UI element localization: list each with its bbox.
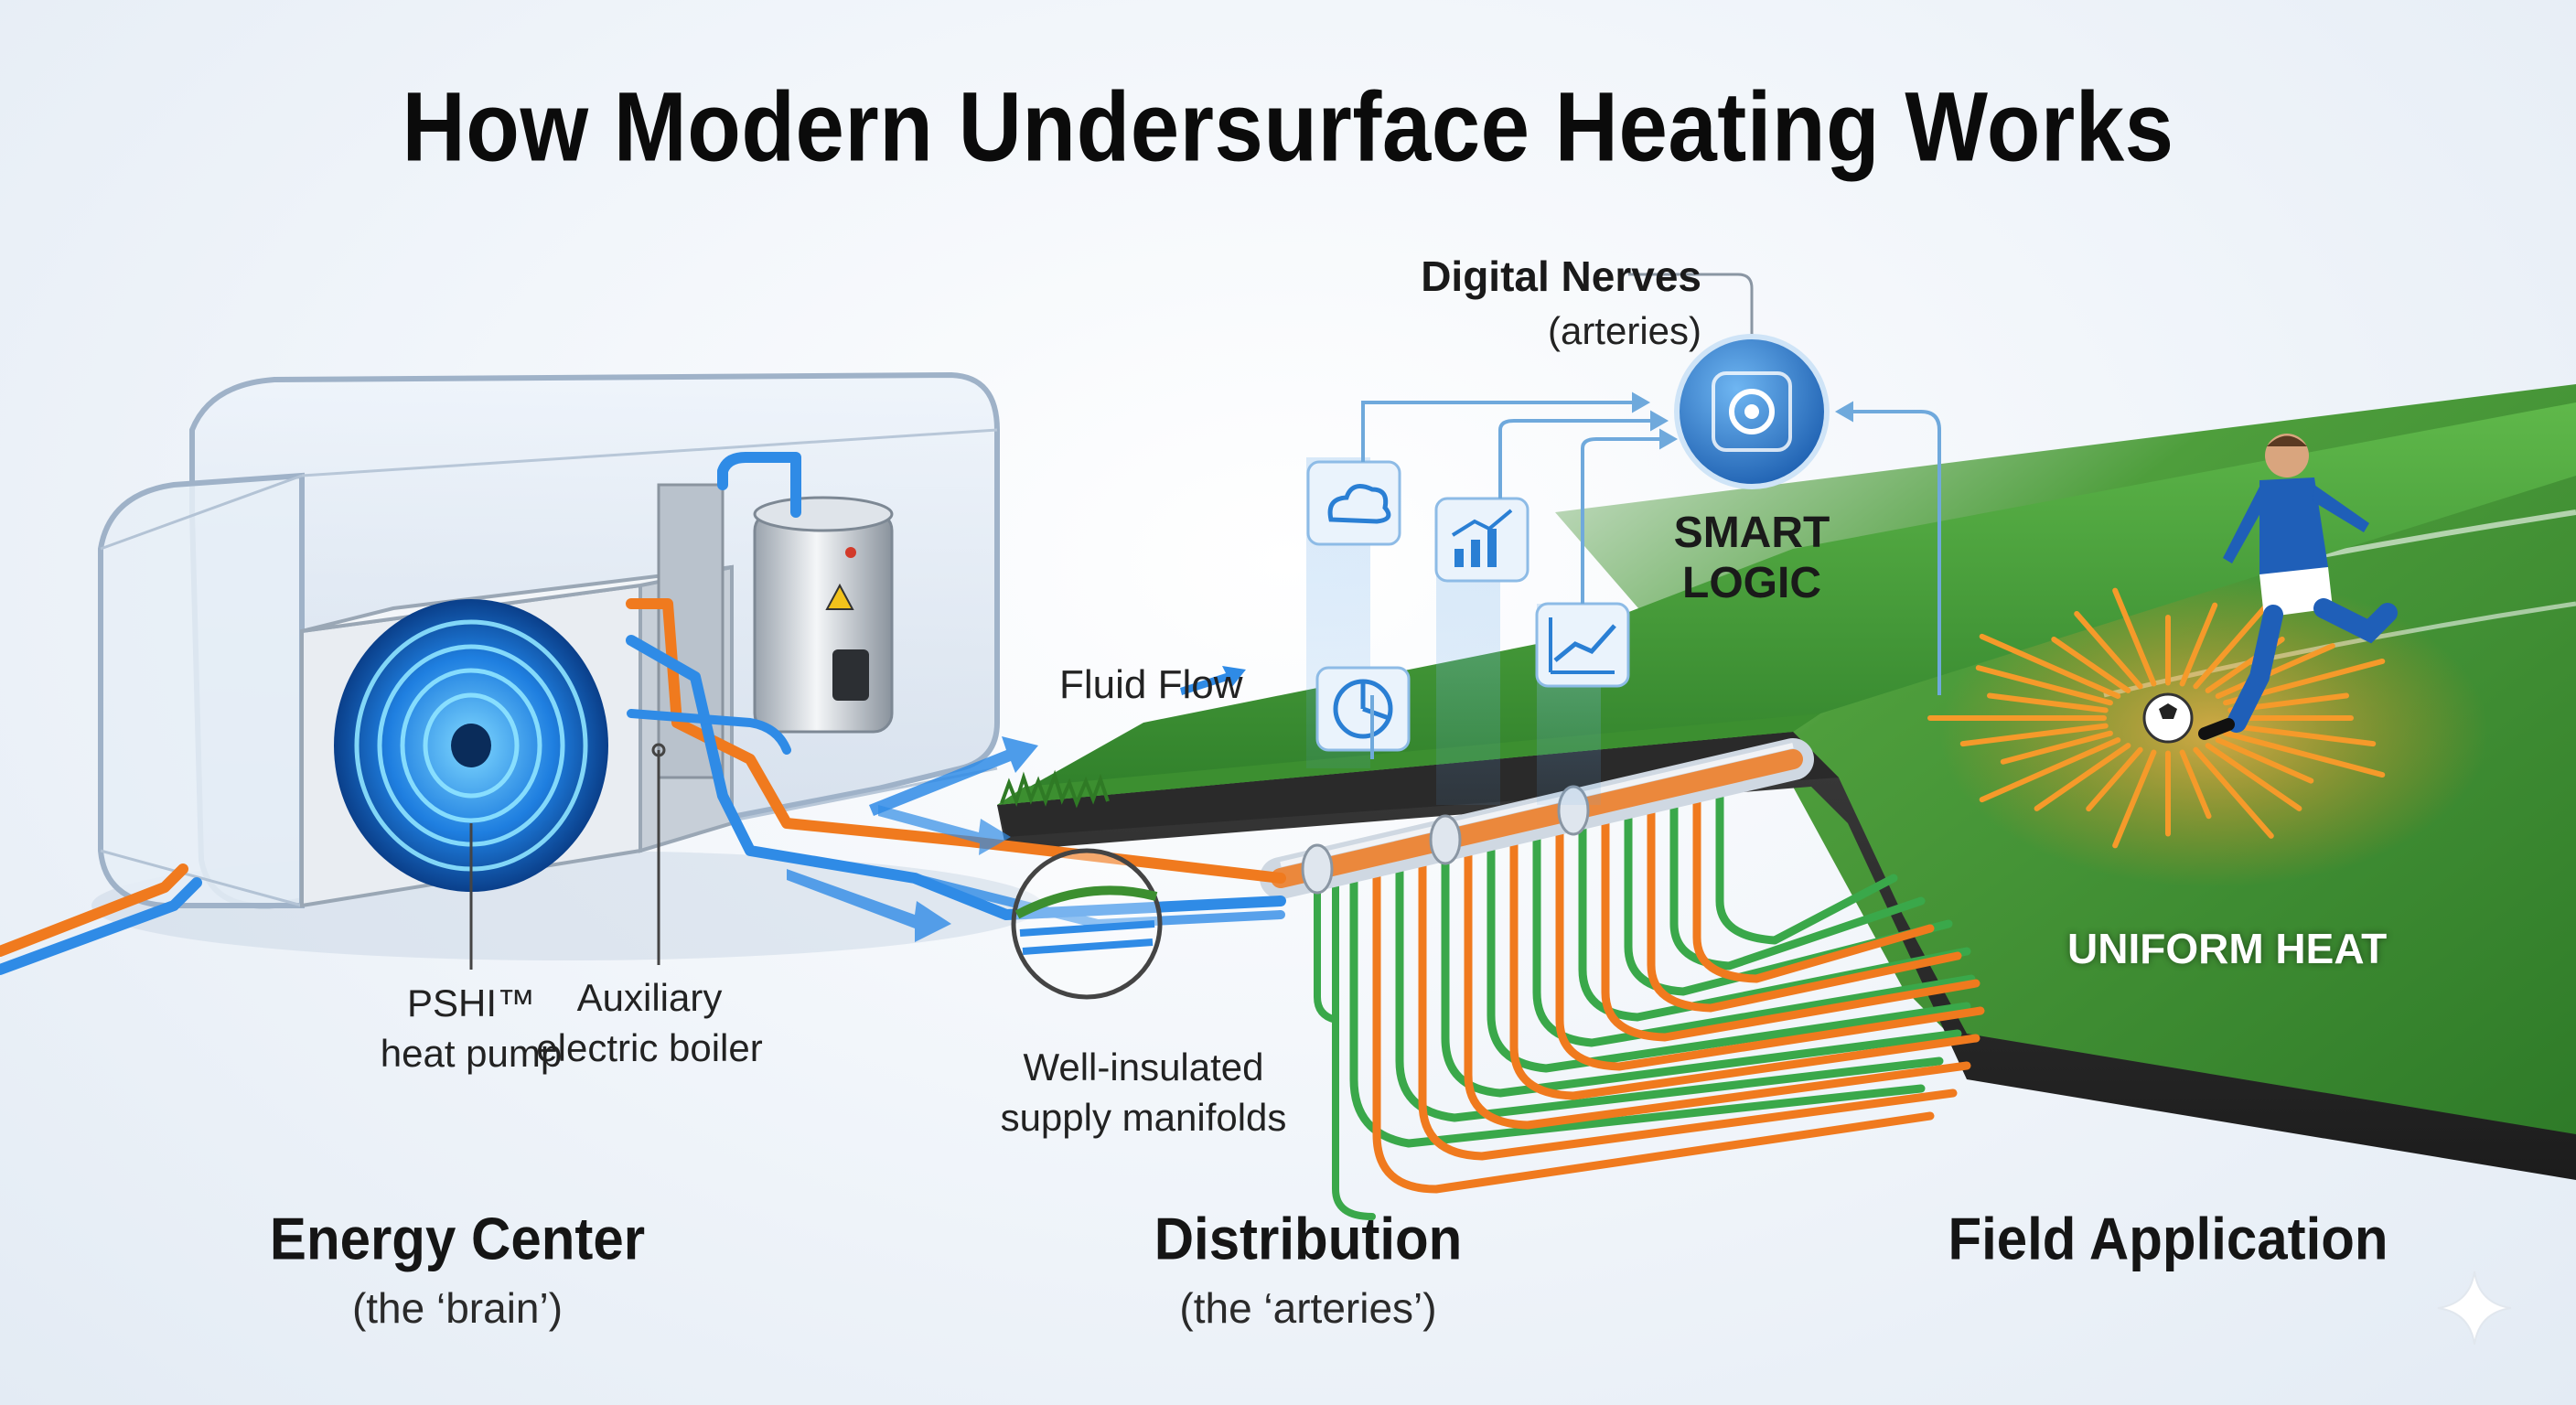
heat-ray: [1979, 633, 2121, 699]
label-leader-lines: [469, 743, 666, 970]
smart-logic-gear-icon: [1674, 334, 1830, 489]
manifolds-label-line-2: supply manifolds: [1000, 1095, 1287, 1139]
section-field-application: Field Application: [1930, 1206, 2406, 1272]
soccer-ball-icon: [2142, 692, 2194, 744]
heat-ray: [2227, 723, 2377, 747]
heat-ray: [2051, 636, 2131, 693]
heat-ray: [2086, 746, 2143, 812]
fluid-flow-label: Fluid Flow: [1059, 662, 1243, 707]
heat-ray: [2193, 597, 2274, 690]
heat-ray: [2193, 746, 2274, 839]
smart-logic-label: SMART LOGIC: [1647, 508, 1857, 608]
page-title: How Modern Undersurface Heating Works: [402, 72, 2174, 182]
digital-nerves-subtitle: (arteries): [1547, 308, 1701, 352]
heat-pump-label-line-1: PSHI™: [406, 981, 536, 1024]
section-distribution: Distribution (the ‘arteries’): [1079, 1206, 1537, 1333]
boiler-label-line-1: Auxiliary: [576, 976, 723, 1019]
sparkle-icon: [2437, 1271, 2512, 1346]
heat-ray: [2215, 737, 2314, 784]
uniform-heat-rays: [1927, 587, 2386, 849]
smart-logic-line-2: LOGIC: [1682, 559, 1821, 608]
distribution-title: Distribution: [1154, 1206, 1463, 1272]
soil-section: [997, 732, 2576, 1180]
heat-ray: [2179, 749, 2212, 820]
heat-ray: [2179, 602, 2218, 687]
heat-ray: [1979, 737, 2121, 803]
heat-pump-unit: [300, 564, 734, 908]
bar-chart-icon: [1434, 497, 1530, 583]
energy-center-subtitle: (the ‘brain’): [351, 1284, 564, 1332]
energy-center-title: Energy Center: [269, 1206, 646, 1272]
warning-icon: [825, 583, 854, 610]
heat-pump-label-line-2: heat pump: [380, 1031, 563, 1075]
heat-ray: [2074, 611, 2143, 690]
data-panels: [1306, 457, 1630, 805]
heat-ray: [2112, 749, 2157, 849]
heat-ray: [1959, 723, 2109, 747]
cloud-icon: [1306, 460, 1401, 546]
pie-chart-icon: [1315, 666, 1411, 752]
section-energy-center: Energy Center (the ‘brain’): [229, 1206, 686, 1333]
soccer-player: [2198, 434, 2398, 740]
heat-ray: [2205, 743, 2302, 811]
heat-ray: [1975, 665, 2113, 706]
fluid-flow-arrows: [787, 666, 1246, 942]
heat-ray: [1987, 692, 2109, 713]
digital-nerve-lines: [1361, 273, 1941, 759]
field-application-title: Field Application: [1948, 1206, 2388, 1272]
heat-ray: [2112, 587, 2157, 687]
heat-ray: [2034, 743, 2131, 811]
heat-ray: [2223, 730, 2386, 778]
smart-logic-line-1: SMART: [1673, 509, 1830, 557]
digital-nerves-label: Digital Nerves (arteries): [1317, 252, 1701, 356]
heat-ray: [2215, 643, 2335, 699]
digital-nerves-title: Digital Nerves: [1421, 252, 1701, 300]
boiler-label: Auxiliary electric boiler: [512, 973, 787, 1073]
field-pipe-grid: [1314, 782, 1985, 1220]
uniform-heat-label: UNIFORM HEAT: [2067, 925, 2388, 972]
distribution-subtitle: (the ‘arteries’): [1179, 1284, 1437, 1332]
boiler-label-line-2: electric boiler: [536, 1025, 763, 1069]
fluid-flow-arrow-icon: [1180, 666, 1246, 695]
manifold-magnifier: [1011, 848, 1163, 1000]
heat-ray: [2000, 730, 2113, 765]
energy-center-pipes: [0, 452, 1286, 975]
line-chart-icon: [1535, 602, 1630, 688]
heat-pump-label: PSHI™ heat pump: [311, 979, 631, 1078]
manifolds-label: Well-insulated supply manifolds: [988, 1043, 1299, 1142]
manifolds-label-line-1: Well-insulated: [1023, 1046, 1264, 1089]
